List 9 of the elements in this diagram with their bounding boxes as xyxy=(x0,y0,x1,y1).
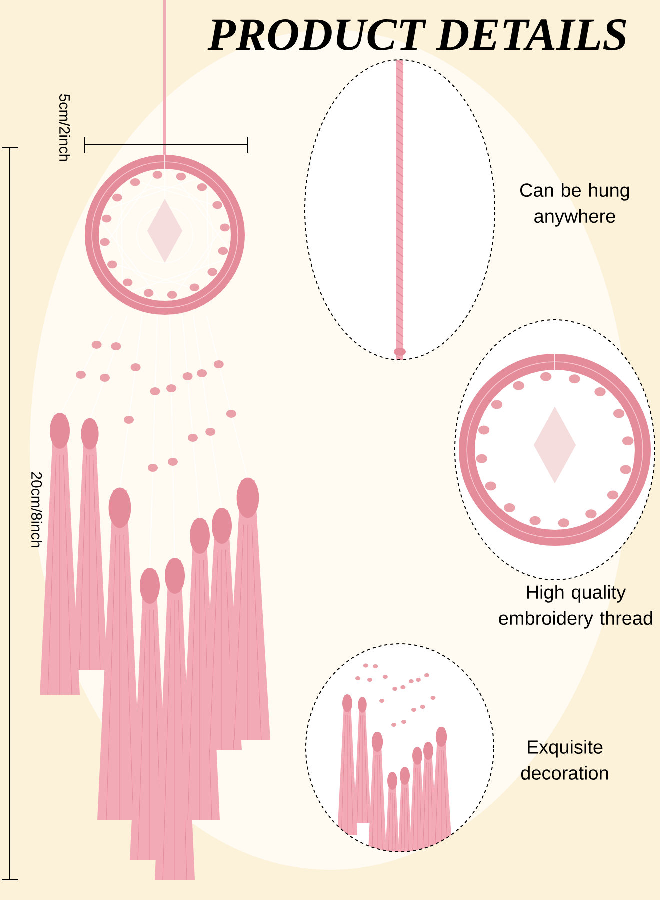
inset-picture xyxy=(454,320,656,580)
dimension-label: 5cm/2inch xyxy=(60,94,70,162)
dimension-label: 20cm/8inch xyxy=(32,472,42,548)
node-label: Exquisite decoration xyxy=(521,740,608,780)
node-label: High quality embroidery thread xyxy=(499,585,652,629)
inset-picture xyxy=(306,644,494,852)
title: PRODUCT DETAILS xyxy=(208,20,626,50)
node-label: Can be hung anywhere xyxy=(520,183,630,227)
inset-picture xyxy=(304,60,496,360)
